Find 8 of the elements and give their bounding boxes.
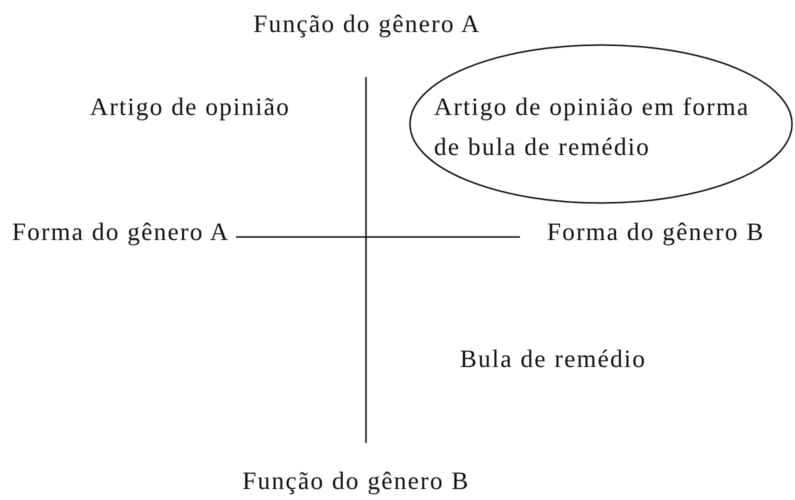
axis-label: Função do gênero B (242, 467, 470, 497)
node-text: Artigo de opinião em forma de bula de remédio (434, 93, 750, 163)
axis-label: Forma do gênero B (547, 218, 765, 248)
quadrant-label: Bula de remédio (460, 345, 646, 375)
axis-label: Função do gênero A (253, 10, 481, 40)
quadrant-label: Artigo de opinião (90, 93, 290, 123)
axis-label: Forma do gênero A (12, 218, 230, 248)
ellipse-node (409, 44, 793, 204)
